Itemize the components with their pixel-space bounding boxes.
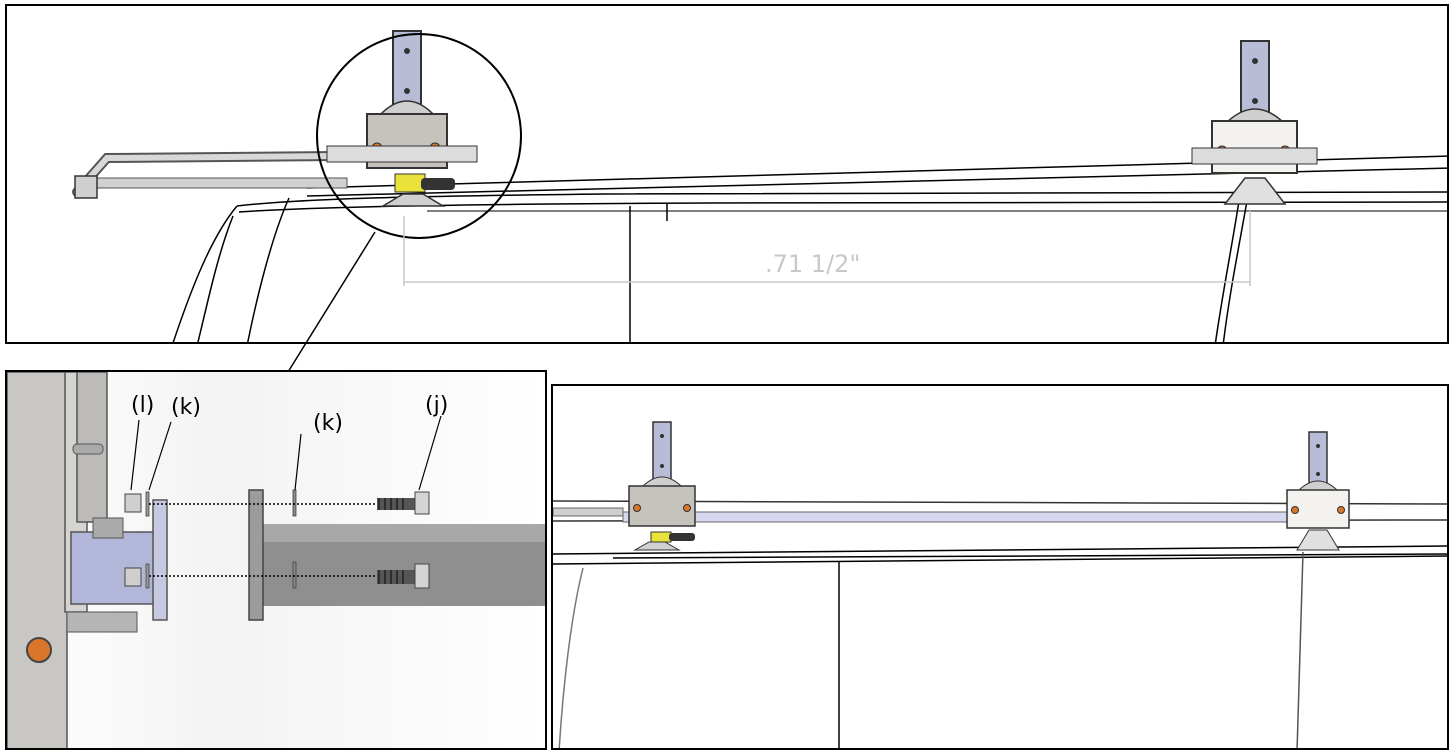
callout-k-left: (k) (171, 395, 201, 420)
callout-leaders (130, 415, 442, 491)
detail-panel: (l) (k) (k) (j) (5, 370, 547, 750)
bracket-body (7, 372, 68, 748)
installed-crossbar (622, 511, 1314, 523)
detail-circle (316, 33, 522, 239)
ladder-bar (72, 151, 348, 199)
rack-mount-front (326, 30, 478, 207)
rack-mount-rear (1191, 40, 1318, 205)
callout-k-right: (k) (313, 411, 343, 436)
van-roof-outline (172, 155, 1447, 342)
dimension-label: .71 1/2" (765, 250, 860, 278)
bolt-j-upper (377, 491, 430, 515)
bolt-j-lower (377, 563, 430, 589)
installed-mount-right (1286, 431, 1350, 551)
installed-view-drawing (553, 421, 1447, 748)
installed-mount-left (628, 421, 696, 551)
detail-drawing: (l) (k) (k) (j) (7, 372, 545, 748)
overview-panel: .71 1/2" (5, 4, 1449, 344)
installed-view-panel (551, 384, 1449, 750)
orange-bolt-icon (26, 637, 52, 663)
callout-l: (l) (131, 393, 154, 418)
callout-j: (j) (425, 393, 448, 418)
dimension-line (403, 211, 1251, 286)
overview-drawing: .71 1/2" (72, 30, 1447, 342)
tube-flange (248, 489, 264, 621)
